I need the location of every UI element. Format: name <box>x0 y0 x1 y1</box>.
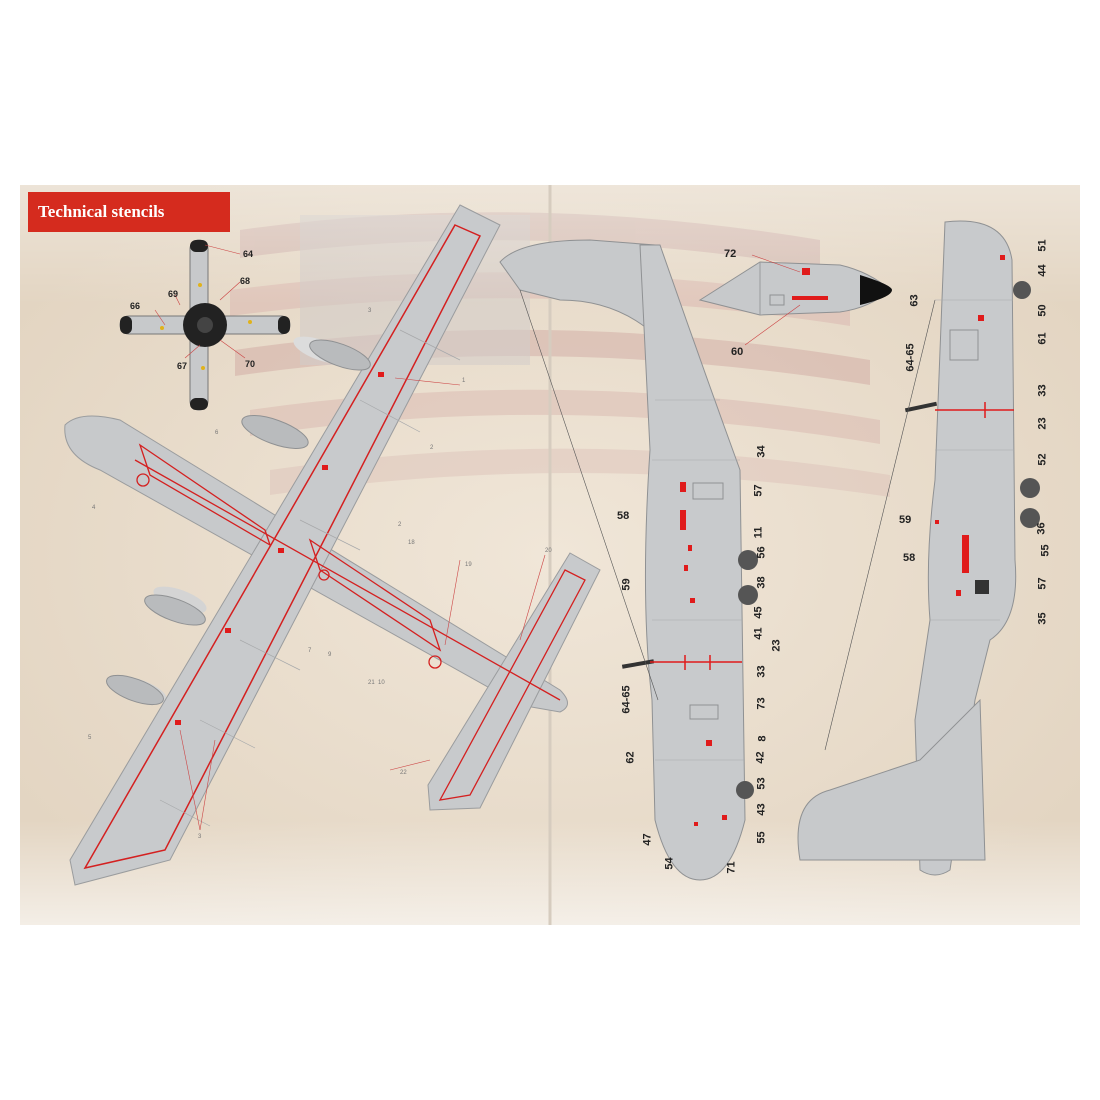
callout-side-left-8: 8 <box>756 735 769 742</box>
callout-side-right-35: 35 <box>1036 612 1049 625</box>
callout-side-right-55: 55 <box>1039 544 1052 557</box>
callout-side-left-53: 53 <box>755 777 768 790</box>
page-title: Technical stencils <box>38 202 165 221</box>
nose-detail <box>698 254 892 346</box>
side-view-right <box>797 220 1040 876</box>
callout-prop-67: 67 <box>177 361 188 371</box>
callout-side-right-23: 23 <box>1036 417 1049 430</box>
callout-side-left-71: 71 <box>725 861 738 874</box>
title-banner: Technical stencils <box>28 192 230 232</box>
top-marker: 2 <box>430 445 434 451</box>
top-marker: 5 <box>88 735 92 741</box>
top-marker: 6 <box>215 430 219 436</box>
top-marker: 10 <box>378 680 385 686</box>
callout-side-right-33: 33 <box>1036 384 1049 397</box>
top-marker: 22 <box>400 770 407 776</box>
top-marker: 18 <box>408 540 415 546</box>
callout-side-right-58: 58 <box>903 552 916 564</box>
callout-side-left-45: 45 <box>752 606 765 619</box>
callout-prop-69: 69 <box>168 289 179 299</box>
side-view-left <box>499 239 758 881</box>
callout-side-right-63: 63 <box>908 294 921 307</box>
callout-side-left-42: 42 <box>754 751 767 764</box>
callout-side-left-43: 43 <box>755 803 768 816</box>
callout-side-left-38: 38 <box>755 576 768 589</box>
callout-side-left-34: 34 <box>755 445 768 458</box>
callout-side-left-11: 11 <box>752 526 765 539</box>
callout-side-left-56: 56 <box>755 546 768 559</box>
callout-prop-64: 64 <box>243 249 254 259</box>
top-marker: 2 <box>398 522 402 528</box>
callout-side-left-54: 54 <box>663 857 676 870</box>
top-marker: 1 <box>462 378 466 384</box>
callout-side-right-61: 61 <box>1036 332 1049 345</box>
callout-side-right-50: 50 <box>1036 304 1049 317</box>
callout-side-left-58: 58 <box>617 510 630 522</box>
callout-side-right-44: 44 <box>1036 264 1049 277</box>
callout-side-left-73: 73 <box>755 697 768 710</box>
callout-prop-70: 70 <box>245 359 256 369</box>
callout-side-right-64-65: 64-65 <box>904 343 917 372</box>
top-view-aircraft <box>64 204 601 886</box>
top-marker: 20 <box>545 548 552 554</box>
top-marker: 3 <box>368 308 372 314</box>
callout-side-left-55: 55 <box>755 831 768 844</box>
callout-side-left-57: 57 <box>752 484 765 497</box>
callout-side-left-33: 33 <box>755 665 768 678</box>
callout-nose-60: 60 <box>731 346 744 358</box>
callout-side-right-59: 59 <box>899 514 912 526</box>
callout-side-left-62: 62 <box>624 751 637 764</box>
top-marker: 19 <box>465 562 472 568</box>
callout-side-right-52: 52 <box>1036 453 1049 466</box>
callout-prop-66: 66 <box>130 301 141 311</box>
callout-nose-72: 72 <box>724 248 737 260</box>
top-marker: 21 <box>368 680 375 686</box>
callout-prop-68: 68 <box>240 276 251 286</box>
propeller-detail <box>119 239 291 411</box>
top-marker: 3 <box>198 834 202 840</box>
callout-side-right-57: 57 <box>1036 577 1049 590</box>
callout-side-right-51: 51 <box>1036 239 1049 252</box>
callout-side-right-36: 36 <box>1035 522 1048 535</box>
callout-side-left-59: 59 <box>620 578 633 591</box>
callout-side-left-64-65: 64-65 <box>620 685 633 714</box>
top-marker: 9 <box>328 652 332 658</box>
callout-side-left-41: 41 <box>752 627 765 640</box>
callout-side-left-23: 23 <box>770 639 783 652</box>
callout-side-left-47: 47 <box>641 833 654 846</box>
top-marker: 7 <box>308 648 312 654</box>
top-marker: 4 <box>92 505 96 511</box>
